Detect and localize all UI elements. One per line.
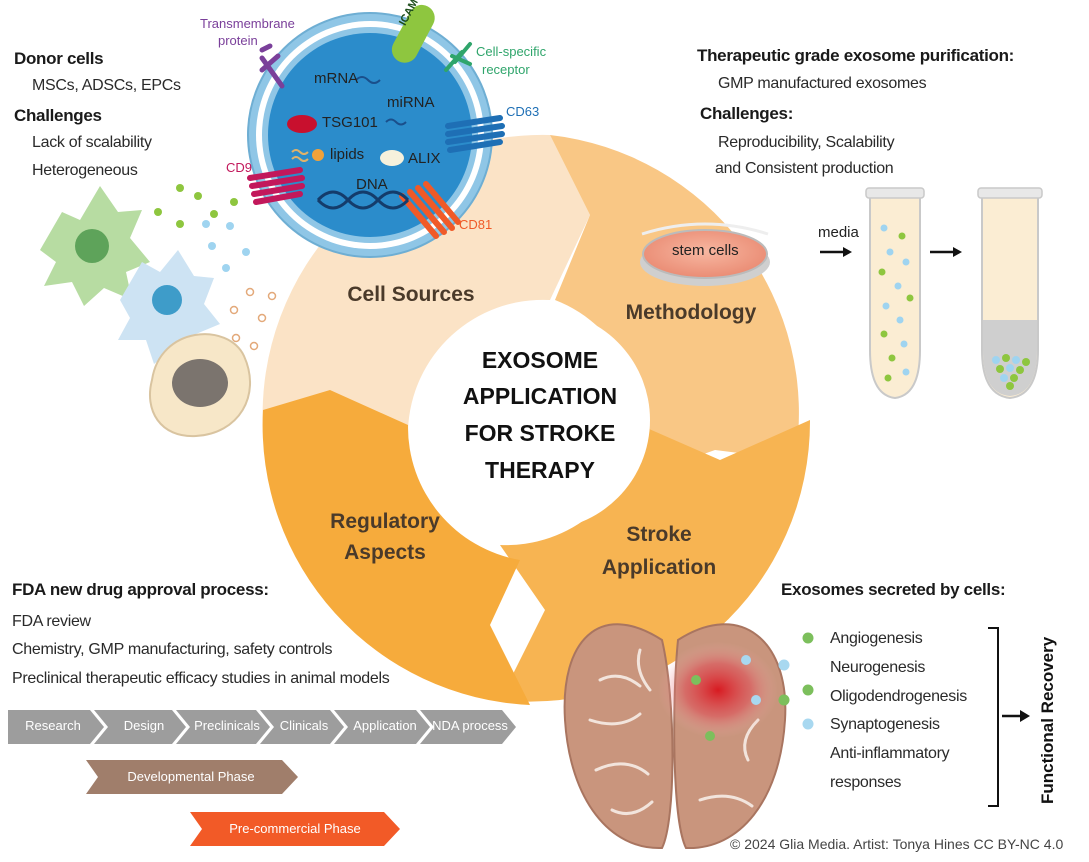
- effect-bullets: [778, 632, 814, 730]
- donor-types: MSCs, ADSCs, EPCs: [32, 77, 181, 94]
- dna-label: DNA: [356, 176, 388, 193]
- cd81-label: CD81: [459, 217, 493, 232]
- developmental-phase-label: Developmental Phase: [127, 769, 255, 784]
- secreted-heading: Exosomes secreted by cells:: [781, 580, 1006, 599]
- arrows: [820, 247, 1030, 722]
- step-preclinicals: Preclinicals: [184, 710, 270, 744]
- segment-stroke-application: [500, 420, 811, 702]
- recovery-bracket: [988, 627, 999, 807]
- mrna-label: mRNA: [314, 70, 359, 87]
- phase-arrow-shapes: [86, 760, 400, 846]
- step-application: Application: [342, 710, 428, 744]
- step-application-label: Application: [353, 718, 417, 733]
- purification-heading: Therapeutic grade exosome purification:: [697, 46, 1015, 65]
- mirna-label: miRNA: [387, 94, 435, 111]
- step-clinicals: Clinicals: [266, 710, 342, 744]
- lipids-label: lipids: [330, 146, 365, 163]
- donor-challenges-heading: Challenges: [14, 106, 102, 125]
- donor-challenge-2: Heterogeneous: [32, 162, 138, 179]
- center-title-4: THERAPY: [485, 457, 595, 483]
- step-research-label: Research: [25, 718, 81, 733]
- step-research: Research: [8, 710, 98, 744]
- section-cell-sources: Cell Sources: [347, 283, 475, 306]
- step-nda-process: NDA process: [428, 710, 512, 744]
- purification-challenge-2: and Consistent production: [715, 160, 894, 177]
- step-design: Design: [100, 710, 188, 744]
- effect-angiogenesis: Angiogenesis: [830, 630, 923, 647]
- donor-heading: Donor cells: [14, 49, 104, 68]
- fda-item-2: Chemistry, GMP manufacturing, safety con…: [12, 641, 333, 658]
- purification-item: GMP manufactured exosomes: [718, 75, 927, 92]
- effect-neurogenesis: Neurogenesis: [830, 659, 926, 676]
- tsg101-label: TSG101: [322, 114, 378, 131]
- transmembrane-label-2: protein: [218, 33, 258, 48]
- segment-cell-sources: [262, 134, 590, 430]
- copyright: © 2024 Glia Media. Artist: Tonya Hines C…: [730, 836, 1064, 852]
- section-stroke-2: Application: [601, 556, 717, 579]
- receptor-label-2: receptor: [482, 62, 530, 77]
- test-tube-2: [977, 187, 1043, 400]
- segment-regulatory: [262, 390, 530, 705]
- precommercial-phase-label: Pre-commercial Phase: [229, 821, 361, 836]
- alix-label: ALIX: [408, 150, 441, 167]
- fda-heading: FDA new drug approval process:: [12, 580, 269, 599]
- purification-challenge-1: Reproducibility, Scalability: [718, 134, 895, 151]
- receptor-label-1: Cell-specific: [476, 44, 547, 59]
- section-regulatory-2: Aspects: [344, 541, 426, 564]
- step-preclinicals-label: Preclinicals: [194, 718, 260, 733]
- petri-dish: [640, 222, 770, 286]
- cd9-label: CD9: [226, 160, 253, 175]
- precommercial-phase: Pre-commercial Phase: [202, 812, 402, 846]
- step-clinicals-label: Clinicals: [279, 718, 329, 733]
- functional-recovery-label: Functional Recovery: [1038, 636, 1057, 804]
- center-title-1: EXOSOME: [481, 347, 599, 373]
- center-title-3: FOR STROKE: [464, 420, 616, 446]
- center-title-2: APPLICATION: [462, 383, 618, 409]
- dish-label: stem cells: [672, 242, 739, 259]
- fda-item-1: FDA review: [12, 613, 91, 630]
- fda-item-3: Preclinical therapeutic efficacy studies…: [12, 670, 390, 687]
- step-design-label: Design: [123, 718, 165, 733]
- center-circle: [430, 310, 650, 530]
- donor-cells: [40, 186, 251, 438]
- section-methodology: Methodology: [625, 301, 757, 324]
- media-label: media: [818, 224, 859, 241]
- process-chevron-shapes: [8, 710, 516, 744]
- effect-anti-inflammatory: Anti-inflammatory: [830, 745, 950, 762]
- cycle-wheel: [262, 134, 811, 705]
- developmental-phase: Developmental Phase: [98, 760, 298, 794]
- purification-challenges-heading: Challenges:: [700, 104, 794, 123]
- cd63-label: CD63: [506, 104, 540, 119]
- section-stroke-1: Stroke: [626, 523, 692, 546]
- donor-challenge-1: Lack of scalability: [32, 134, 152, 151]
- test-tube-1: [865, 187, 925, 400]
- effect-responses: responses: [830, 774, 902, 791]
- step-nda-process-label: NDA process: [432, 718, 508, 733]
- exosome-diagram: [247, 4, 505, 258]
- effect-synaptogenesis: Synaptogenesis: [830, 716, 940, 733]
- effect-oligodendrogenesis: Oligodendrogenesis: [830, 688, 967, 705]
- segment-methodology: [550, 135, 799, 480]
- released-vesicles: [154, 184, 277, 351]
- transmembrane-label-1: Transmembrane: [200, 16, 295, 31]
- brain: [563, 623, 787, 850]
- section-regulatory-1: Regulatory: [330, 510, 440, 533]
